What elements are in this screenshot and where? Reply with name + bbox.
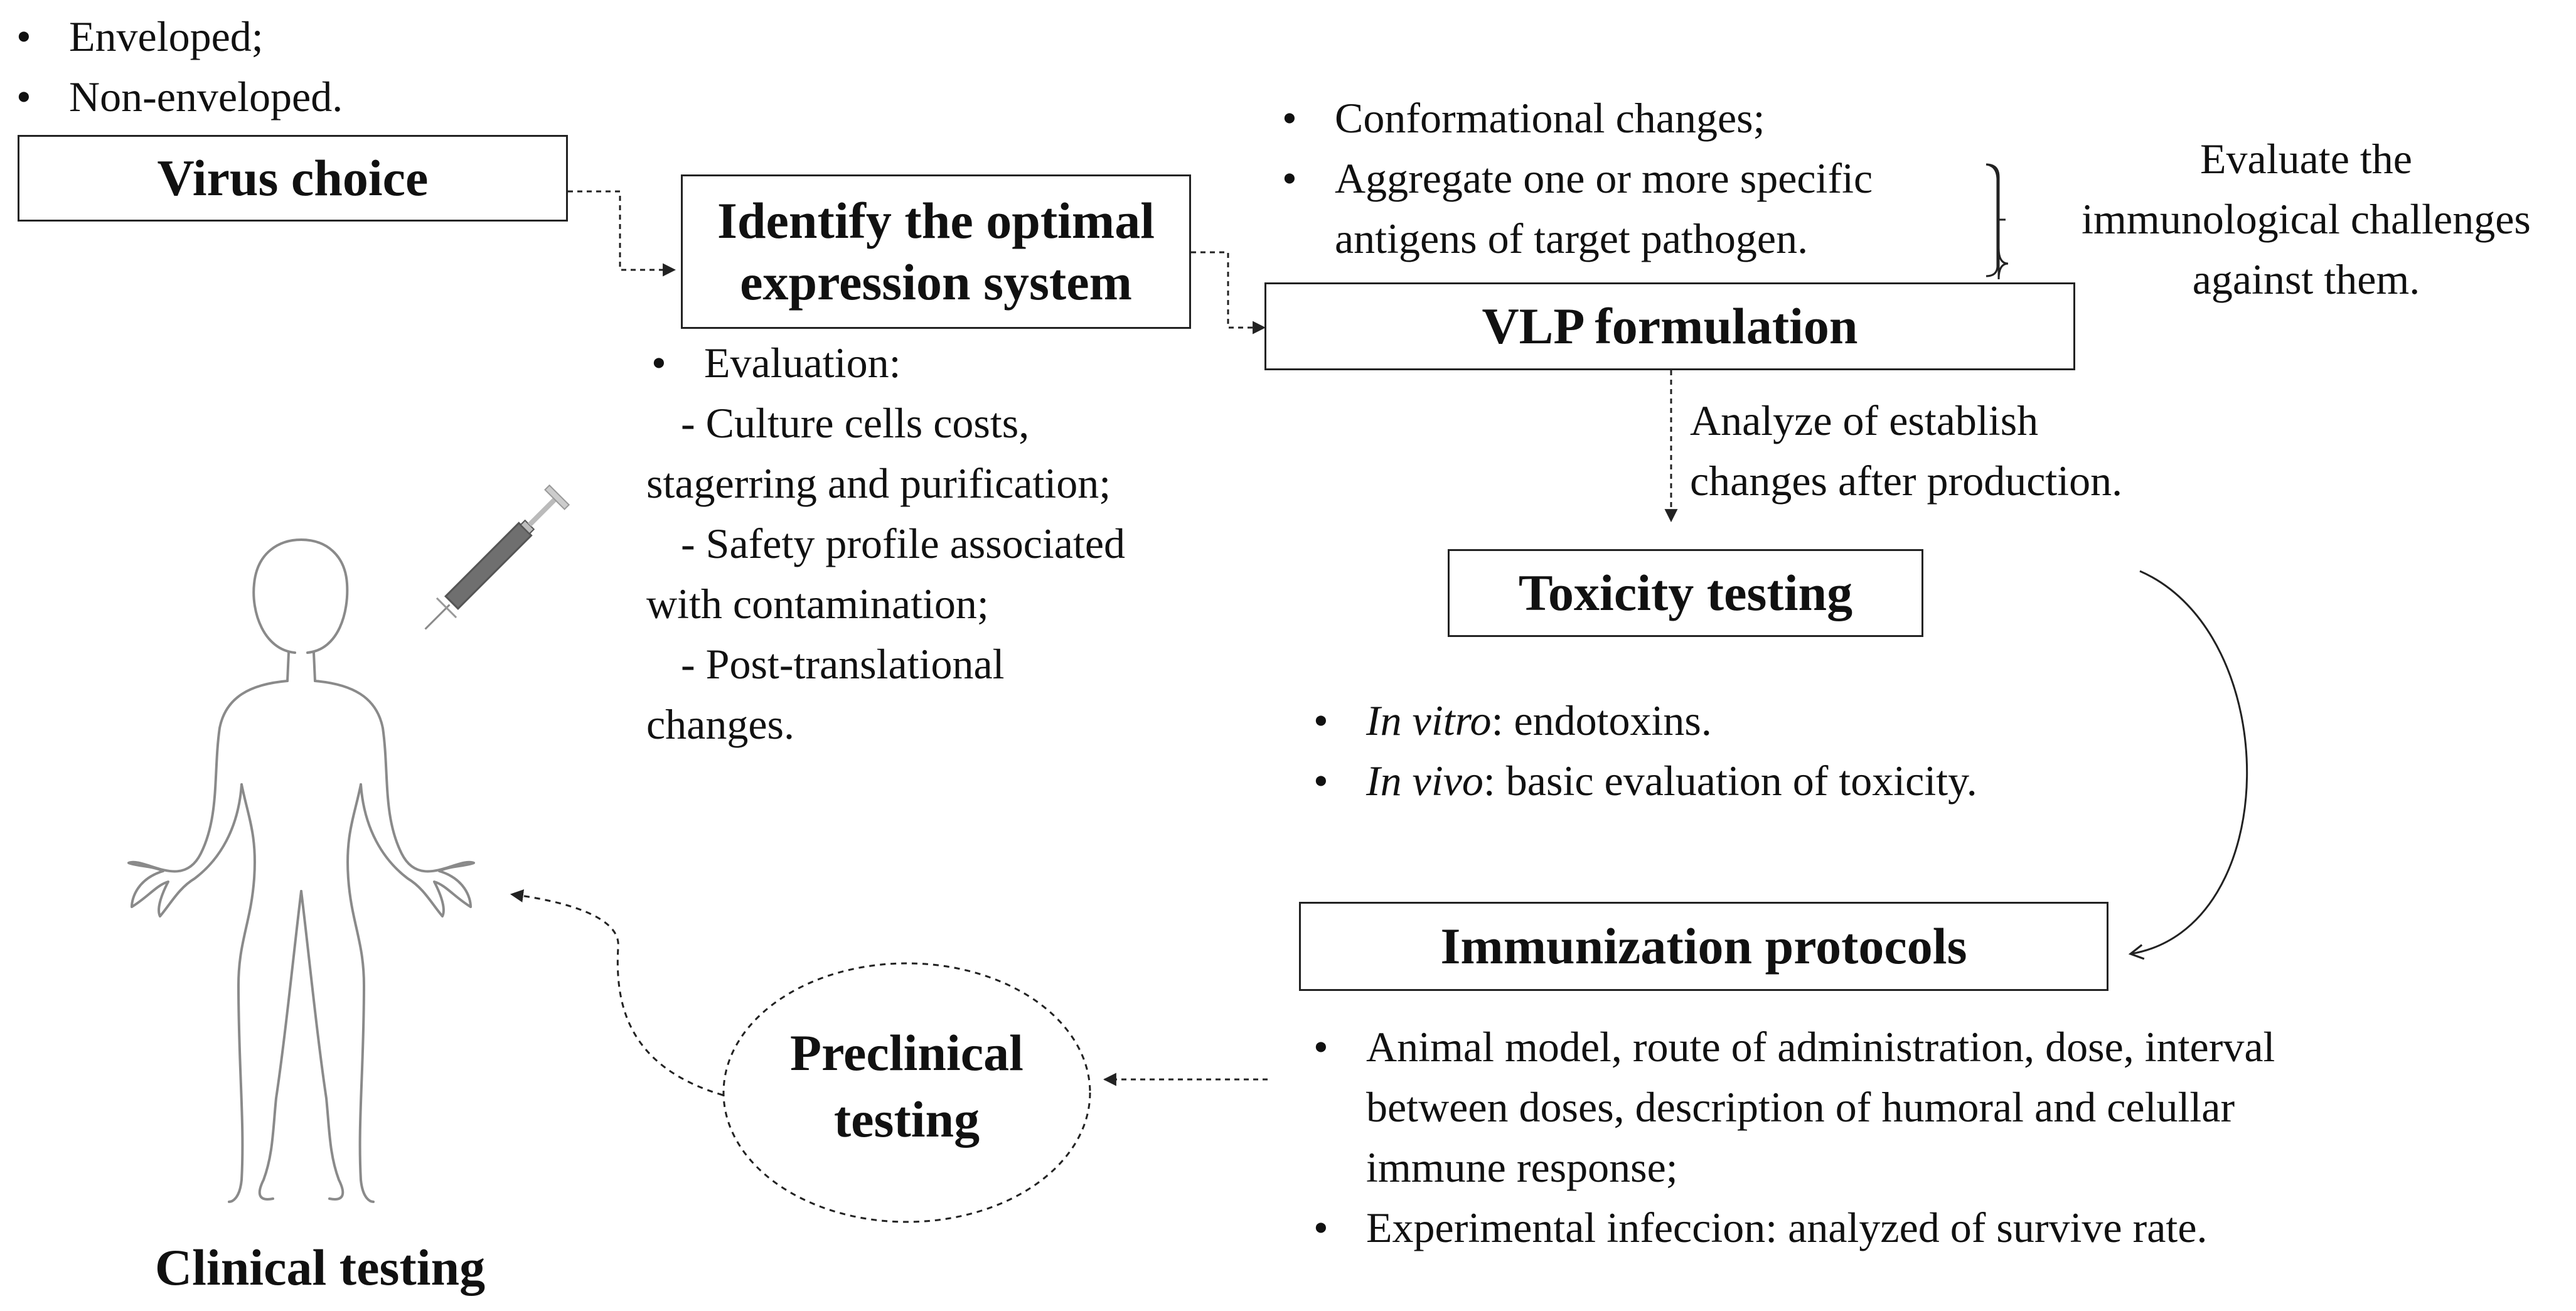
- vlp-side-note-line: immunological challenges: [2082, 195, 2531, 243]
- virus-type-list: Enveloped; Non-enveloped.: [11, 6, 343, 127]
- syringe-icon: [424, 484, 570, 630]
- toxicity-item-text: : endotoxins.: [1491, 697, 1712, 744]
- evaluation-line: stagerring and purification;: [646, 459, 1111, 507]
- immunization-line: immune response;: [1366, 1143, 1678, 1191]
- immunization-line: between doses, description of humoral an…: [1366, 1083, 2235, 1131]
- immunization-protocols-label: Immunization protocols: [1440, 917, 1967, 975]
- immunization-details: Animal model, route of administration, d…: [1308, 1017, 2275, 1258]
- vlp-side-note: Evaluate the immunological challenges ag…: [2043, 129, 2570, 309]
- vlp-formulation-label: VLP formulation: [1482, 297, 1858, 355]
- vlp-analyze-note: Analyze of establish changes after produ…: [1690, 390, 2122, 511]
- expression-system-label-line1: Identify the optimal: [717, 191, 1155, 249]
- evaluation-line: - Culture cells costs,: [681, 399, 1030, 447]
- toxicity-list: In vitro: endotoxins. In vivo: basic eva…: [1308, 690, 1977, 811]
- immunization-bullet: Animal model, route of administration, d…: [1308, 1017, 2275, 1197]
- immunization-line: Animal model, route of administration, d…: [1366, 1023, 2275, 1071]
- expression-system-box: Identify the optimal expression system: [681, 174, 1191, 329]
- vlp-considerations: Conformational changes; Aggregate one or…: [1277, 88, 1873, 269]
- analyze-note-line: changes after production.: [1690, 457, 2123, 505]
- toxicity-item-italic: In vivo: [1366, 757, 1483, 805]
- preclinical-testing-label: Preclinical testing: [724, 1020, 1090, 1153]
- immunization-bullet: Experimental infeccion: analyzed of surv…: [1308, 1197, 2275, 1258]
- toxicity-testing-label: Toxicity testing: [1518, 564, 1853, 621]
- vlp-bullet-continuation: antigens of target pathogen.: [1335, 215, 1809, 262]
- virus-choice-box: Virus choice: [18, 135, 568, 222]
- expression-system-label-line2: expression system: [740, 254, 1132, 311]
- virus-type-item: Enveloped;: [11, 6, 343, 67]
- vlp-bullet: Conformational changes;: [1277, 88, 1873, 148]
- vlp-bullet: Aggregate one or more specific: [1277, 148, 1873, 208]
- vlp-side-note-line: against them.: [2192, 255, 2420, 303]
- arrow-toxicity-to-immunization: [2128, 570, 2248, 960]
- virus-type-item: Non-enveloped.: [11, 67, 343, 127]
- arrow-preclinical-to-clinical: [510, 889, 724, 1096]
- toxicity-item-text: : basic evaluation of toxicity.: [1483, 757, 1977, 805]
- evaluation-line: changes.: [646, 700, 795, 748]
- vlp-side-note-line: Evaluate the: [2200, 135, 2412, 183]
- preclinical-ellipse: [722, 962, 1091, 1223]
- arrow-expression-to-vlp: [1191, 251, 1266, 334]
- human-figure-icon: [127, 538, 475, 1203]
- vlp-formulation-box: VLP formulation: [1264, 282, 2075, 370]
- clinical-testing-label: Clinical testing: [154, 1239, 486, 1296]
- preclinical-line: testing: [833, 1091, 980, 1148]
- preclinical-line: Preclinical: [790, 1024, 1023, 1081]
- virus-choice-label: Virus choice: [157, 149, 429, 206]
- toxicity-testing-box: Toxicity testing: [1448, 549, 1923, 637]
- toxicity-item: In vitro: endotoxins.: [1308, 690, 1977, 751]
- immunization-protocols-box: Immunization protocols: [1299, 902, 2108, 991]
- expression-evaluation: Evaluation: - Culture cells costs, stage…: [646, 333, 1125, 754]
- vlp-bracket: [1985, 163, 2009, 280]
- evaluation-line: - Post-translational: [681, 640, 1005, 688]
- analyze-note-line: Analyze of establish: [1690, 397, 2039, 444]
- evaluation-line: with contamination;: [646, 580, 989, 628]
- toxicity-item-italic: In vitro: [1366, 697, 1492, 744]
- evaluation-bullet: Evaluation:: [646, 333, 1125, 393]
- toxicity-item: In vivo: basic evaluation of toxicity.: [1308, 751, 1977, 811]
- evaluation-line: - Safety profile associated: [681, 520, 1126, 567]
- arrow-virus-to-expression: [568, 190, 676, 277]
